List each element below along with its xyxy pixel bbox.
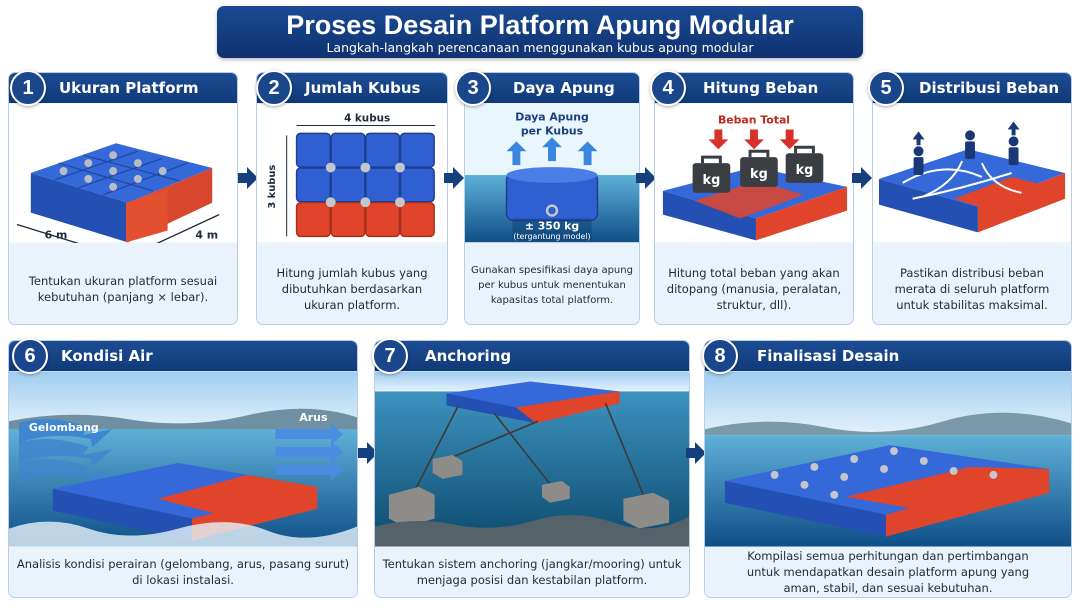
step-card-7: Anchoring Tentukan sistem anchoring (jan [374,340,690,598]
step-card-1: Ukuran Platform [8,72,238,325]
anchoring-illustration [375,371,689,547]
step-card-3: Daya Apung Daya Apung per Kubus ± 350 kg… [464,72,640,325]
step-number-badge: 3 [455,70,491,106]
step-number-badge: 4 [650,70,686,106]
step-number-badge: 7 [372,338,408,374]
buoyancy-illustration: Daya Apung per Kubus ± 350 kg (tergantun… [465,103,639,243]
width-label: 4 m [195,228,218,241]
load-distribution-illustration [873,103,1071,243]
step-description: Hitung total beban yang akan ditopang (m… [666,265,842,312]
step-title: Ukuran Platform [59,79,199,97]
step-card-6: Kondisi Air Gelombang Arus Anali [8,340,358,598]
step-card-2: Jumlah Kubus 4 kubus 3 kubus [256,72,448,325]
arrow-right-icon [852,167,872,189]
arrow-right-icon [636,167,656,189]
weight-label: kg [703,173,721,188]
platform-size-illustration: 6 m 4 m [9,103,237,243]
step-title: Distribusi Beban [919,79,1060,97]
header-banner: Proses Desain Platform Apung Modular Lan… [217,6,863,58]
step-header-bar [655,73,853,103]
weight-label: kg [796,163,814,178]
page-title: Proses Desain Platform Apung Modular [286,10,794,40]
arrow-right-icon [686,442,706,464]
arrow-right-icon [238,167,258,189]
current-label: Arus [299,411,327,424]
step-description: Kompilasi semua perhitungan dan pertimba… [746,549,1030,595]
step-description: Hitung jumlah kubus yang dibutuhkan berd… [276,265,428,312]
buoyancy-heading-line1: Daya Apung [515,111,589,124]
step-description: Tentukan ukuran platform sesuai kebutuha… [28,273,218,304]
step-card-5: Distribusi Beban Pastika [872,72,1072,325]
step-description: Pastikan distribusi beban merata di selu… [894,265,1050,312]
page-subtitle: Langkah-langkah perencanaan menggunakan … [326,40,754,55]
step-title: Anchoring [425,347,512,365]
load-illustration: Beban Total kg kg kg [655,103,853,243]
cube-grid-illustration: 4 kubus 3 kubus [257,103,447,243]
water-conditions-illustration: Gelombang Arus [9,371,357,547]
step-card-4: Hitung Beban Beban Total [654,72,854,325]
step-number-badge: 1 [10,70,46,106]
step-title: Kondisi Air [61,347,153,365]
wave-label: Gelombang [29,421,99,434]
step-number-badge: 5 [868,70,904,106]
step-card-8: Finalisasi Desain Kompilasi semua perhit… [704,340,1072,598]
step-title: Jumlah Kubus [305,79,421,97]
length-label: 6 m [45,228,68,241]
step-header-bar [375,341,689,371]
arrow-right-icon [358,442,378,464]
step-description: Tentukan sistem anchoring (jangkar/moori… [382,557,682,587]
step-header-bar [9,73,237,103]
step-header-bar [705,341,1071,371]
step-title: Finalisasi Desain [757,347,900,365]
step-title: Hitung Beban [703,79,819,97]
total-load-label: Beban Total [718,114,790,127]
step-header-bar [873,73,1071,103]
step-title: Daya Apung [513,79,615,97]
arrow-right-icon [444,167,464,189]
step-header-bar [9,341,357,371]
step-description: Analisis kondisi perairan (gelombang, ar… [16,557,350,587]
buoyancy-value: ± 350 kg [525,219,579,232]
weight-label: kg [750,167,768,182]
step-number-badge: 8 [702,338,738,374]
step-number-badge: 6 [12,338,48,374]
step-description: Gunakan spesifikasi daya apung per kubus… [471,265,633,306]
buoyancy-note: (tergantung model) [513,232,590,241]
final-design-illustration [705,371,1071,547]
buoyancy-heading-line2: per Kubus [521,124,583,137]
rows-label: 3 kubus [267,165,278,209]
step-number-badge: 2 [256,70,292,106]
columns-label: 4 kubus [344,113,390,125]
step-header-bar [465,73,639,103]
